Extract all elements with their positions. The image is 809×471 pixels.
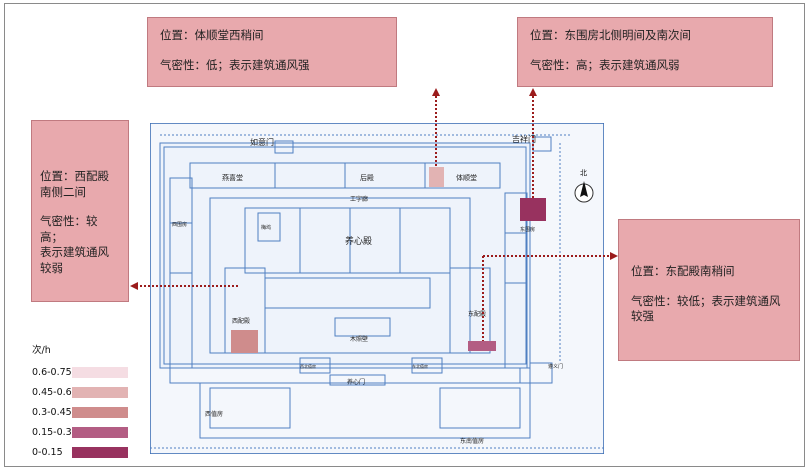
legend-item: 0.6-0.75 bbox=[32, 362, 132, 382]
label-xizhifang: 西值房 bbox=[205, 410, 223, 418]
label-zunyimen: 遵义门 bbox=[548, 363, 563, 370]
label-dongpeidian: 东配殿 bbox=[468, 310, 486, 318]
legend-swatch bbox=[72, 446, 128, 458]
highlight-tishuntang bbox=[429, 167, 444, 187]
legend-label: 0.3-0.45 bbox=[32, 406, 72, 418]
label-ruyimen: 如意门 bbox=[250, 137, 274, 147]
label-houdian: 后殿 bbox=[360, 173, 374, 182]
legend-swatch bbox=[72, 386, 128, 398]
legend-label: 0.15-0.3 bbox=[32, 426, 72, 438]
label-xibeipeifang: 西北值房 bbox=[300, 363, 316, 369]
arrowhead-up-icon bbox=[432, 88, 440, 96]
callout-east-side-hall: 位置：东配殿南稍间 气密性：较低；表示建筑通风 较强 bbox=[618, 219, 800, 361]
arrowhead-left-icon bbox=[130, 282, 138, 290]
label-north: 北 bbox=[580, 169, 587, 177]
legend-item: 0.3-0.45 bbox=[32, 402, 132, 422]
label-tishuntang: 体顺堂 bbox=[456, 173, 477, 182]
highlight-east-side-hall bbox=[468, 341, 496, 351]
legend-swatch bbox=[72, 406, 128, 418]
callout-airtightness-cont: 较强 bbox=[631, 309, 654, 324]
highlight-east-surrounding-room bbox=[520, 198, 546, 221]
label-meiwu: 梅坞 bbox=[261, 224, 271, 231]
label-gongzuolang: 工字廊 bbox=[350, 195, 368, 203]
callout-location: 位置：东围房北侧明间及南次间 bbox=[530, 28, 691, 42]
label-dongbeizhifang: 东北值房 bbox=[412, 363, 428, 369]
legend: 次/h 0.6-0.75 0.45-0.6 0.3-0.45 0.15-0.3 0-0.… bbox=[32, 342, 132, 462]
legend-item: 0.15-0.3 bbox=[32, 422, 132, 442]
label-dongnanzhifang: 东南值房 bbox=[460, 437, 484, 445]
callout-tishuntang: 位置：体顺堂西稍间 气密性：低；表示建筑通风强 bbox=[147, 17, 397, 87]
callout-airtightness: 气密性：低；表示建筑通风强 bbox=[160, 57, 310, 72]
callout-location: 位置：体顺堂西稍间 bbox=[160, 28, 264, 42]
callout-location-cont: 南侧二间 bbox=[40, 184, 86, 199]
callout-west-side-hall: 位置：西配殿 南侧二间 气密性：较高； 表示建筑通风 较弱 bbox=[31, 120, 129, 302]
callout-east-surrounding-rooms: 位置：东围房北侧明间及南次间 气密性：高；表示建筑通风弱 bbox=[517, 17, 773, 87]
label-dongweifang: 东围房 bbox=[520, 226, 535, 233]
floor-plan: 如意门 吉祥门 燕喜堂 后殿 体顺堂 工字廊 养心殿 梅坞 西围房 东围房 西配… bbox=[150, 123, 604, 454]
callout-airtightness-cont2: 较弱 bbox=[40, 260, 63, 275]
callout-airtightness: 气密性：高；表示建筑通风弱 bbox=[530, 57, 680, 72]
legend-unit: 次/h bbox=[32, 345, 51, 356]
label-yangxinmen: 养心门 bbox=[347, 378, 365, 386]
legend-label: 0.45-0.6 bbox=[32, 386, 72, 398]
callout-airtightness-cont: 表示建筑通风 bbox=[40, 245, 109, 260]
legend-swatch bbox=[72, 426, 128, 438]
callout-location: 位置：西配殿 bbox=[40, 169, 109, 183]
north-arrow-icon: 北 bbox=[574, 169, 594, 203]
legend-label: 0-0.15 bbox=[32, 446, 63, 458]
callout-airtightness: 气密性：较高； bbox=[40, 214, 98, 244]
legend-swatch bbox=[72, 366, 128, 378]
label-xiweifang: 西围房 bbox=[172, 221, 187, 228]
legend-item: 0.45-0.6 bbox=[32, 382, 132, 402]
callout-location: 位置：东配殿南稍间 bbox=[631, 264, 735, 278]
label-jixiangmen: 吉祥门 bbox=[512, 134, 536, 144]
arrowhead-up-icon bbox=[529, 88, 537, 96]
legend-item: 0-0.15 bbox=[32, 442, 132, 462]
highlight-west-side-hall bbox=[231, 330, 258, 353]
legend-label: 0.6-0.75 bbox=[32, 366, 72, 378]
label-yanxitang: 燕喜堂 bbox=[222, 173, 243, 182]
label-xipeidian: 西配殿 bbox=[232, 318, 250, 325]
label-yangxindian: 养心殿 bbox=[345, 235, 372, 247]
callout-airtightness: 气密性：较低；表示建筑通风 bbox=[631, 293, 781, 308]
label-muzhaobi: 木照壁 bbox=[350, 335, 368, 343]
arrowhead-right-icon bbox=[610, 252, 618, 260]
